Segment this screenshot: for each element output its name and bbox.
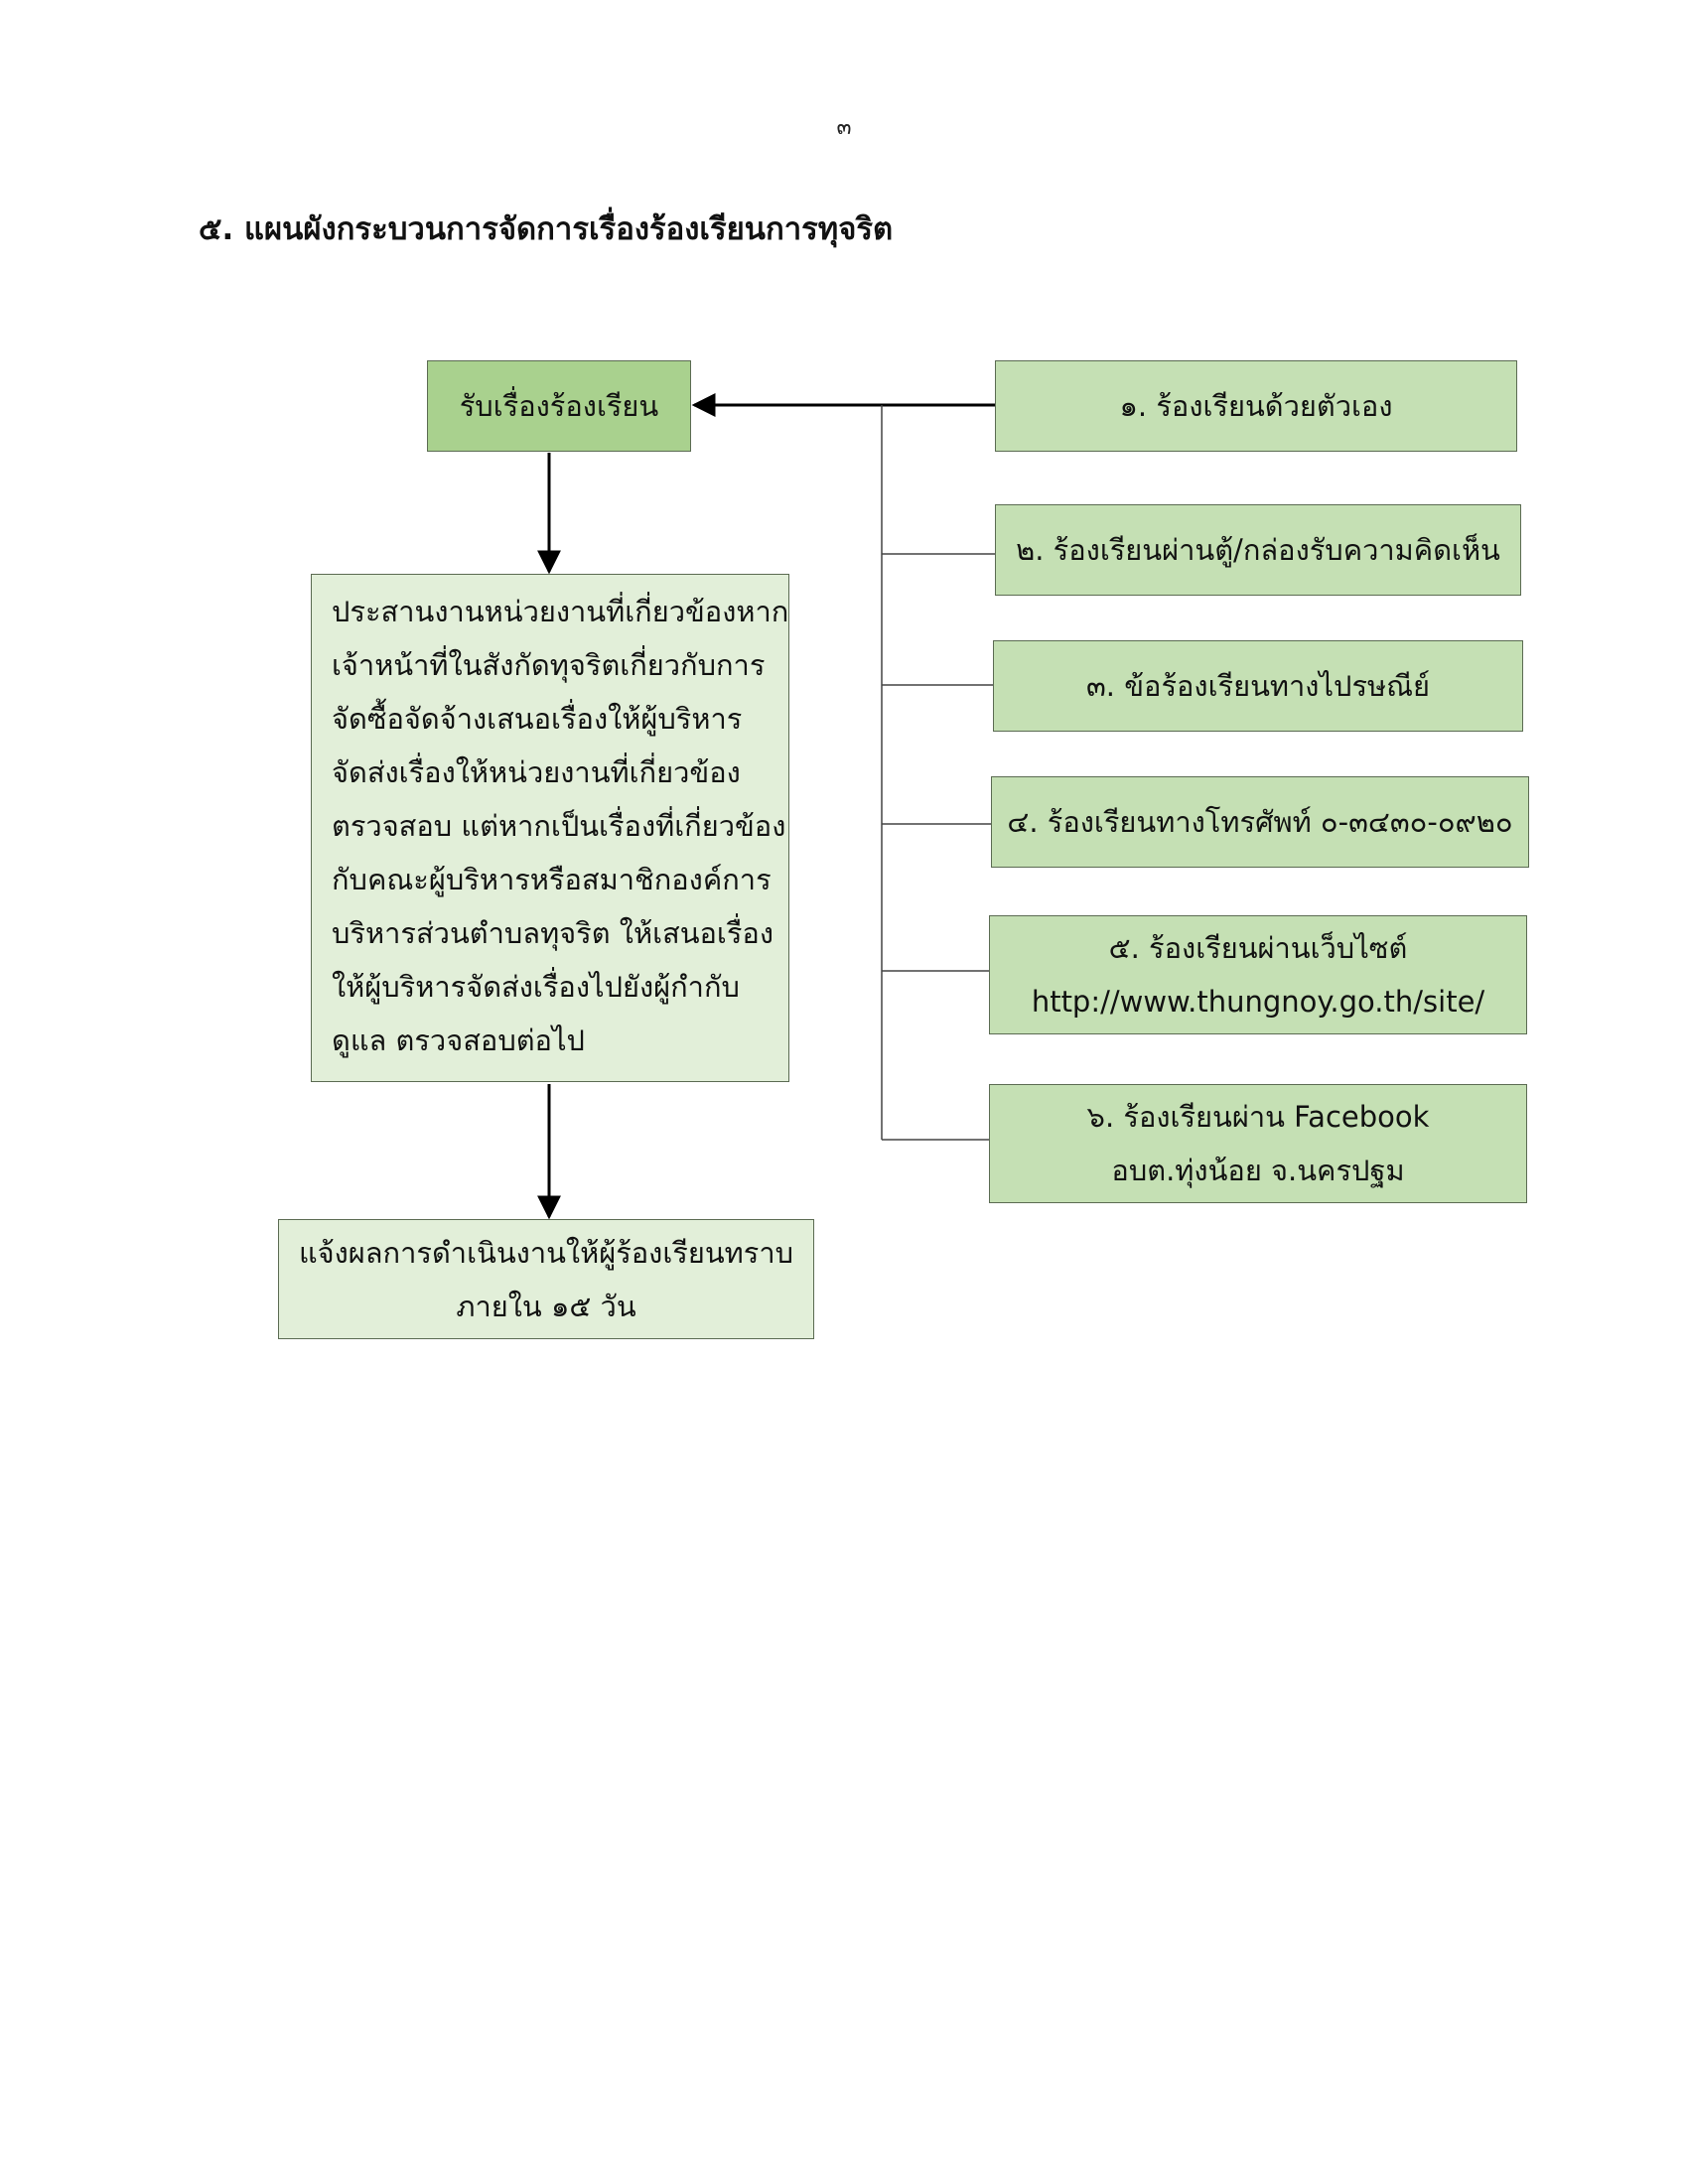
coordinate-agencies-box: ประสานงานหน่วยงานที่เกี่ยวข้องหาก เจ้าหน… bbox=[311, 574, 789, 1082]
notify-line: แจ้งผลการดำเนินงานให้ผู้ร้องเรียนทราบ bbox=[298, 1235, 794, 1270]
channel-label: ๓. ข้อร้องเรียนทางไปรษณีย์ bbox=[1085, 669, 1431, 703]
channel-telephone: ๔. ร้องเรียนทางโทรศัพท์ ๐-๓๔๓๐-๐๙๒๐ bbox=[991, 776, 1529, 868]
coordinate-line: บริหารส่วนตำบลทุจริต ให้เสนอเรื่อง bbox=[332, 916, 774, 950]
channel-label: ๒. ร้องเรียนผ่านตู้/กล่องรับความคิดเห็น bbox=[1016, 533, 1500, 567]
coordinate-line: ประสานงานหน่วยงานที่เกี่ยวข้องหาก bbox=[332, 595, 789, 628]
channel-postal: ๓. ข้อร้องเรียนทางไปรษณีย์ bbox=[993, 640, 1523, 732]
channel-label: ๔. ร้องเรียนทางโทรศัพท์ ๐-๓๔๓๐-๐๙๒๐ bbox=[1007, 805, 1513, 839]
channel-label: ๑. ร้องเรียนด้วยตัวเอง bbox=[1119, 389, 1393, 423]
coordinate-line: ตรวจสอบ แต่หากเป็นเรื่องที่เกี่ยวข้อง bbox=[332, 809, 786, 843]
receive-complaint-label: รับเรื่องร้องเรียน bbox=[459, 389, 659, 423]
coordinate-line: จัดส่งเรื่องให้หน่วยงานที่เกี่ยวข้อง bbox=[332, 755, 741, 789]
channel-in-person: ๑. ร้องเรียนด้วยตัวเอง bbox=[995, 360, 1517, 452]
channel-suggestion-box: ๒. ร้องเรียนผ่านตู้/กล่องรับความคิดเห็น bbox=[995, 504, 1521, 596]
coordinate-line: จัดซื้อจัดจ้างเสนอเรื่องให้ผู้บริหาร bbox=[332, 702, 743, 736]
channel-label: ๖. ร้องเรียนผ่าน Facebook bbox=[1086, 1100, 1430, 1134]
notify-line: ภายใน ๑๕ วัน bbox=[456, 1289, 636, 1323]
channel-facebook: ๖. ร้องเรียนผ่าน Facebook อบต.ทุ่งน้อย จ… bbox=[989, 1084, 1527, 1203]
channel-label: ๕. ร้องเรียนผ่านเว็บไซต์ bbox=[1108, 931, 1408, 965]
coordinate-line: เจ้าหน้าที่ในสังกัดทุจริตเกี่ยวกับการ bbox=[332, 648, 766, 682]
channel-website-url: http://www.thungnoy.go.th/site/ bbox=[1031, 985, 1485, 1019]
channel-facebook-page: อบต.ทุ่งน้อย จ.นครปฐม bbox=[1111, 1154, 1405, 1187]
coordinate-line: ดูแล ตรวจสอบต่อไป bbox=[332, 1024, 585, 1057]
channel-website: ๕. ร้องเรียนผ่านเว็บไซต์ http://www.thun… bbox=[989, 915, 1527, 1034]
section-heading: ๕. แผนผังกระบวนการจัดการเรื่องร้องเรียนก… bbox=[199, 211, 894, 247]
page-number: ๓ bbox=[836, 115, 852, 140]
coordinate-line: ให้ผู้บริหารจัดส่งเรื่องไปยังผู้กำกับ bbox=[332, 970, 740, 1004]
notify-result-box: แจ้งผลการดำเนินงานให้ผู้ร้องเรียนทราบ ภา… bbox=[278, 1219, 814, 1339]
receive-complaint-box: รับเรื่องร้องเรียน bbox=[427, 360, 691, 452]
coordinate-line: กับคณะผู้บริหารหรือสมาชิกองค์การ bbox=[332, 863, 772, 896]
